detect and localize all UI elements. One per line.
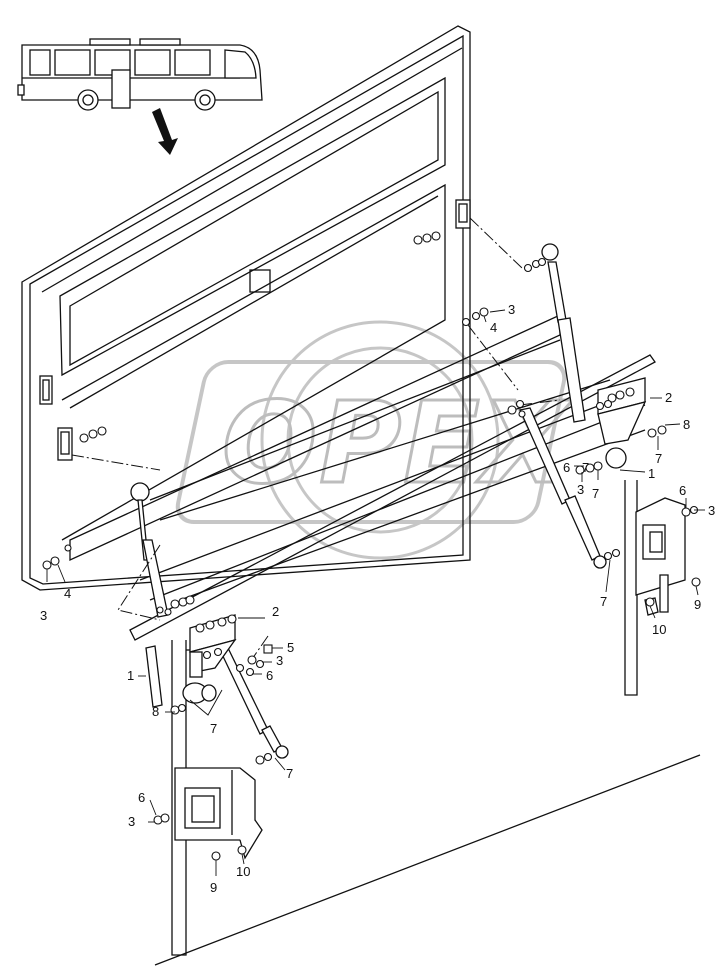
callout-label: 6 — [563, 460, 570, 475]
callout-label: 3 — [128, 814, 135, 829]
callout-label: 10 — [236, 864, 250, 879]
left-gas-strut — [130, 482, 169, 618]
guide-lines — [71, 217, 561, 663]
leader-lines — [46, 309, 705, 876]
callout-label: 7 — [600, 594, 607, 609]
callout-label: 2 — [272, 604, 279, 619]
callout-label: 10 — [652, 622, 666, 637]
callout-label: 3 — [276, 653, 283, 668]
callout-label: 1 — [127, 668, 134, 683]
callout-label: 7 — [286, 766, 293, 781]
callout-label: 9 — [210, 880, 217, 895]
upper-right-bracket — [455, 199, 471, 229]
right-lock-bracket — [635, 497, 686, 616]
hardware — [42, 231, 701, 861]
callout-label: 4 — [64, 586, 71, 601]
callout-label: 1 — [648, 466, 655, 481]
callout-label: 5 — [287, 640, 294, 655]
callout-label: 7 — [210, 721, 217, 736]
callout-label: 3 — [508, 302, 515, 317]
callout-label: 8 — [683, 417, 690, 432]
callout-label: 6 — [138, 790, 145, 805]
callout-label: 7 — [582, 460, 589, 475]
right-hinge-bracket — [597, 377, 647, 445]
left-frame-bracket — [57, 427, 73, 461]
callout-label: 6 — [679, 483, 686, 498]
callout-label: 3 — [577, 482, 584, 497]
callout-label: 2 — [665, 390, 672, 405]
location-arrow-icon — [152, 108, 178, 155]
watermark: OPEX — [175, 320, 573, 560]
callout-label: 4 — [490, 320, 497, 335]
callout-label: 3 — [40, 608, 47, 623]
body-edge — [154, 754, 701, 966]
lower-left-lock-bracket — [174, 767, 263, 860]
right-gas-strut — [541, 243, 586, 423]
lower-left-gas-strut — [219, 647, 289, 759]
callout-label: 6 — [266, 668, 273, 683]
watermark-text: OPEX — [222, 379, 573, 509]
callout-label: 7 — [655, 451, 662, 466]
callout-label: 9 — [694, 597, 701, 612]
callout-label: 3 — [708, 503, 715, 518]
center-gas-strut — [519, 407, 607, 569]
right-stopper — [605, 447, 627, 469]
right-post — [624, 480, 638, 696]
callout-label: 7 — [592, 486, 599, 501]
bus-thumbnail — [17, 38, 263, 111]
window-frame — [21, 25, 471, 591]
left-stopper-1 — [145, 645, 163, 708]
callout-labels: 3 4 2 8 7 6 7 1 3 7 6 3 9 7 10 3 4 2 5 3… — [40, 302, 715, 895]
left-stopper — [182, 682, 217, 704]
callout-label: 8 — [152, 704, 159, 719]
